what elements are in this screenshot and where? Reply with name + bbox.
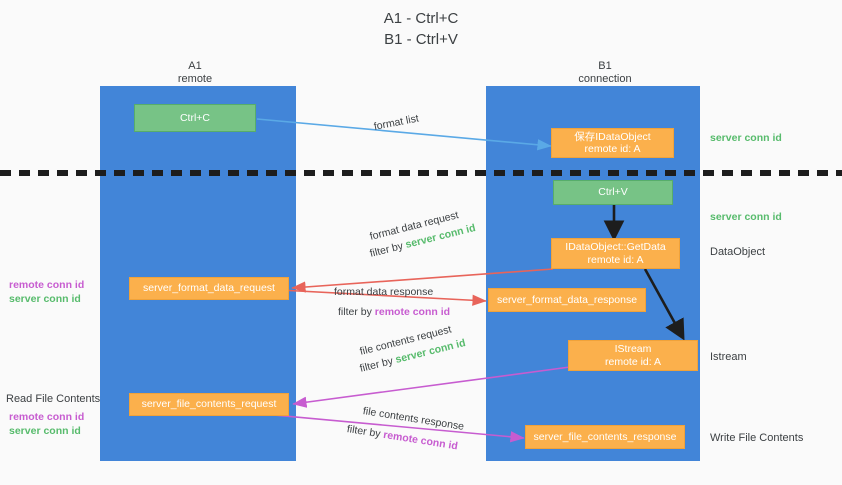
box-ctrl-v-line1: Ctrl+V — [598, 186, 628, 199]
box-get-data-line1: IDataObject::GetData — [565, 241, 666, 253]
right-label-data-object: DataObject — [710, 246, 766, 258]
column-b1-title: B1 — [598, 60, 612, 72]
label-format-data-response-line2: filter by remote conn id — [338, 305, 450, 319]
arrow-format-data-request — [291, 268, 554, 293]
box-set-data-object-line2: remote id: A — [584, 143, 641, 155]
arrow-file-contents-request — [292, 366, 571, 408]
column-header-b1: B1 connection — [525, 60, 685, 86]
box-server-format-data-request[interactable]: server_format_data_request — [129, 277, 289, 300]
right-label-istream: Istream — [710, 351, 747, 363]
right-label-write-file-contents: Write File Contents — [710, 432, 804, 444]
left-label-group-format: remote conn id server conn id — [9, 278, 84, 306]
left-label-remote-conn-id-2: remote conn id — [9, 411, 85, 423]
left-label-remote-conn-id-1: remote conn id — [9, 279, 85, 291]
box-get-data[interactable]: IDataObject::GetData remote id: A — [551, 238, 680, 269]
column-b1-subtitle: connection — [578, 73, 632, 85]
right-label-server-conn-id-top: server conn id — [710, 132, 782, 144]
box-set-data-object[interactable]: 保存IDataObject remote id: A — [551, 128, 674, 158]
title-line-2: B1 - Ctrl+V — [384, 31, 458, 48]
phase-separator-dashed-line — [0, 170, 842, 176]
box-ctrl-c[interactable]: Ctrl+C — [134, 104, 256, 132]
box-istream-line2: remote id: A — [604, 355, 662, 368]
filter-prefix: filter by — [338, 306, 375, 318]
column-a1-title: A1 — [188, 60, 202, 72]
left-label-server-conn-id-2: server conn id — [9, 425, 81, 437]
label-format-data-request: format data request filter by server con… — [369, 209, 479, 261]
title-line-1: A1 - Ctrl+C — [383, 10, 459, 27]
page-title: A1 - Ctrl+C B1 - Ctrl+V — [0, 8, 842, 50]
column-a1-subtitle: remote — [177, 73, 213, 85]
right-label-server-conn-id-mid: server conn id — [710, 211, 782, 223]
box-set-data-object-line1: 保存IDataObject — [574, 130, 651, 143]
label-format-data-response-line1: format data response — [334, 286, 434, 298]
label-format-data-response: format data response filter by remote co… — [334, 285, 450, 319]
box-istream[interactable]: IStream remote id: A — [568, 340, 698, 371]
left-label-server-conn-id-1: server conn id — [9, 293, 81, 305]
box-get-data-line2: remote id: A — [587, 253, 644, 266]
box-server-format-data-response[interactable]: server_format_data_response — [488, 288, 646, 312]
label-file-contents-request: file contents request filter by server c… — [359, 323, 469, 376]
box-server-file-contents-response[interactable]: server_file_contents_response — [525, 425, 685, 449]
remote-conn-id-key: remote conn id — [374, 306, 451, 318]
label-file-contents-response: file contents response filter by remote … — [346, 404, 465, 452]
column-header-a1: A1 remote — [125, 60, 265, 86]
box-ctrl-v[interactable]: Ctrl+V — [553, 180, 673, 205]
box-server-file-contents-request-label: server_file_contents_request — [141, 398, 277, 411]
box-server-format-data-response-label: server_format_data_response — [496, 293, 638, 306]
box-istream-line1: IStream — [614, 343, 652, 355]
box-server-format-data-request-label: server_format_data_request — [143, 282, 275, 295]
box-ctrl-c-line1: Ctrl+C — [179, 111, 211, 124]
box-server-file-contents-request[interactable]: server_file_contents_request — [129, 393, 289, 416]
left-label-group-file: Read File Contents remote conn id server… — [6, 392, 101, 438]
arrow-getdata-to-istream — [643, 268, 685, 341]
left-label-read-file-contents: Read File Contents — [6, 393, 101, 405]
box-server-file-contents-response-label: server_file_contents_response — [533, 430, 677, 443]
arrow-format-list — [256, 118, 552, 151]
